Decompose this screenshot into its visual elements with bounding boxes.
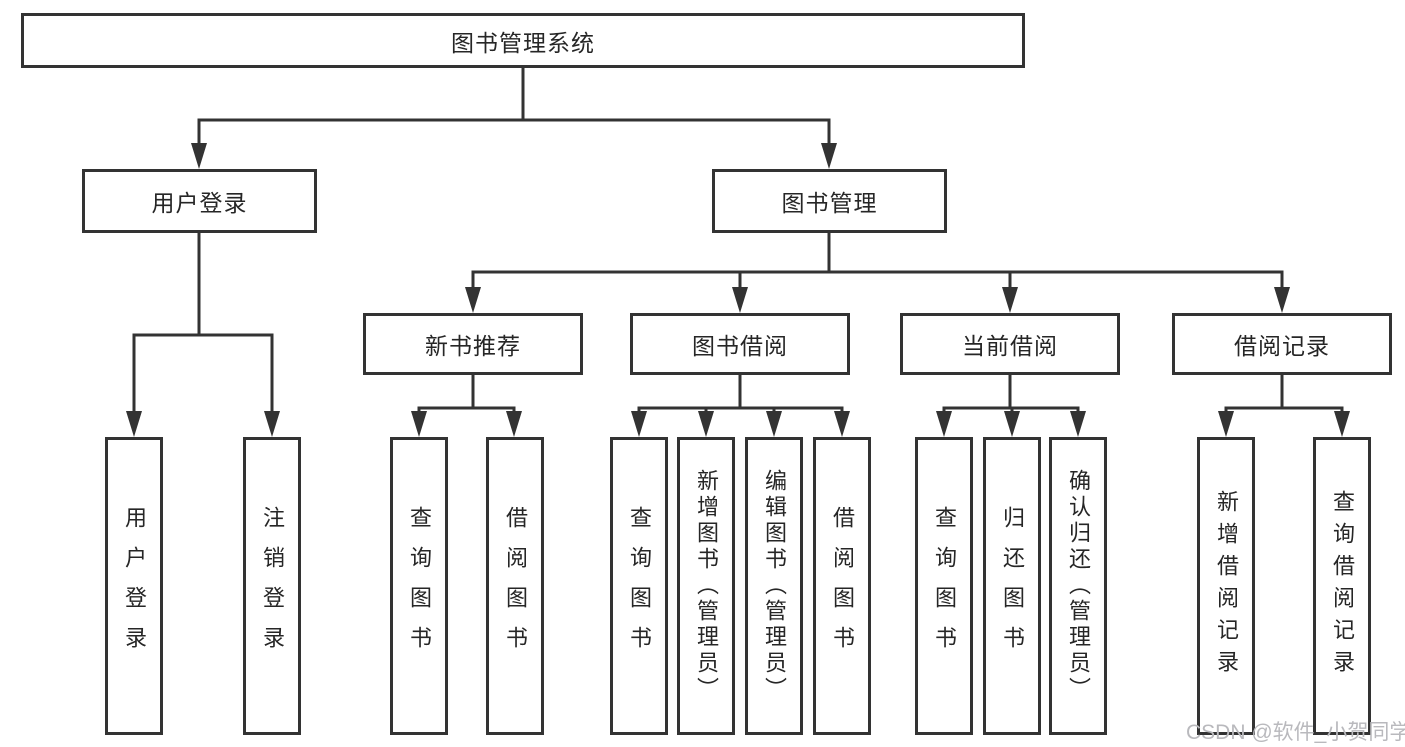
node-label: 用户登录 [151, 190, 248, 216]
node-label: 新书推荐 [425, 333, 521, 359]
node-label: 图书管理系统 [451, 29, 595, 56]
node-book-management: 图书管理 [712, 169, 947, 233]
leaf-query-books-recommend: 查询图书 [390, 437, 448, 735]
leaf-borrow-books-borrowing: 借阅图书 [813, 437, 871, 735]
node-label: 用户登录 [122, 506, 147, 666]
node-label: 借阅记录 [1234, 333, 1330, 359]
node-current-borrowing: 当前借阅 [900, 313, 1120, 375]
node-label: 归还图书 [1000, 506, 1025, 666]
leaf-query-borrow-record: 查询借阅记录 [1313, 437, 1371, 735]
node-new-book-recommend: 新书推荐 [363, 313, 583, 375]
node-user-login: 用户登录 [82, 169, 317, 233]
node-label: 查询图书 [932, 506, 957, 666]
node-label: 当前借阅 [962, 333, 1058, 359]
leaf-logout-login: 注销登录 [243, 437, 301, 735]
node-label: 确认归还（管理员） [1066, 469, 1091, 703]
leaf-add-borrow-record: 新增借阅记录 [1197, 437, 1255, 735]
node-label: 查询图书 [627, 506, 652, 666]
leaf-user-login: 用户登录 [105, 437, 163, 735]
leaf-query-books-borrowing: 查询图书 [610, 437, 668, 735]
watermark: CSDN @软件_小贺同学 [1186, 721, 1405, 744]
leaf-add-books-admin: 新增图书（管理员） [677, 437, 735, 735]
node-label: 查询图书 [407, 506, 432, 666]
leaf-return-books: 归还图书 [983, 437, 1041, 735]
node-label: 借阅图书 [830, 506, 855, 666]
node-label: 新增图书（管理员） [694, 469, 719, 703]
node-label: 注销登录 [260, 506, 285, 666]
node-borrowing-records: 借阅记录 [1172, 313, 1392, 375]
node-book-management-system: 图书管理系统 [21, 13, 1025, 68]
leaf-confirm-return-admin: 确认归还（管理员） [1049, 437, 1107, 735]
leaf-borrow-books-recommend: 借阅图书 [486, 437, 544, 735]
node-label: 图书管理 [781, 190, 878, 216]
node-label: 查询借阅记录 [1330, 490, 1355, 682]
node-label: 借阅图书 [503, 506, 528, 666]
leaf-query-books-current: 查询图书 [915, 437, 973, 735]
leaf-edit-books-admin: 编辑图书（管理员） [745, 437, 803, 735]
node-book-borrowing: 图书借阅 [630, 313, 850, 375]
node-label: 图书借阅 [692, 333, 788, 359]
node-label: 编辑图书（管理员） [762, 469, 787, 703]
node-label: 新增借阅记录 [1214, 490, 1239, 682]
